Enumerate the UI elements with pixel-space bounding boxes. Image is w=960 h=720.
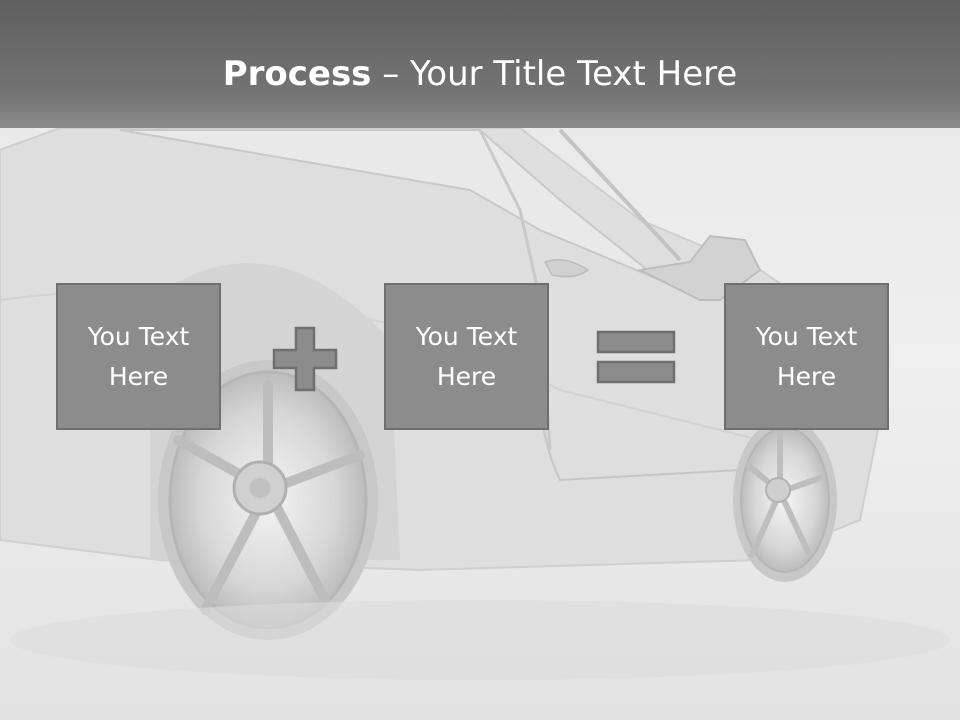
process-box-3[interactable]: You Text Here bbox=[724, 283, 889, 430]
slide-title: Process – Your Title Text Here bbox=[0, 52, 960, 96]
process-box-2-text: You Text Here bbox=[415, 321, 518, 391]
title-rest: – Your Title Text Here bbox=[371, 54, 738, 94]
process-box-1[interactable]: You Text Here bbox=[56, 283, 221, 430]
equals-icon bbox=[596, 330, 676, 384]
title-bold: Process bbox=[222, 54, 372, 94]
process-box-3-text: You Text Here bbox=[755, 321, 858, 391]
plus-icon bbox=[272, 326, 338, 392]
process-box-2[interactable]: You Text Here bbox=[384, 283, 549, 430]
title-band: Process – Your Title Text Here bbox=[0, 0, 960, 128]
process-box-1-text: You Text Here bbox=[87, 321, 190, 391]
